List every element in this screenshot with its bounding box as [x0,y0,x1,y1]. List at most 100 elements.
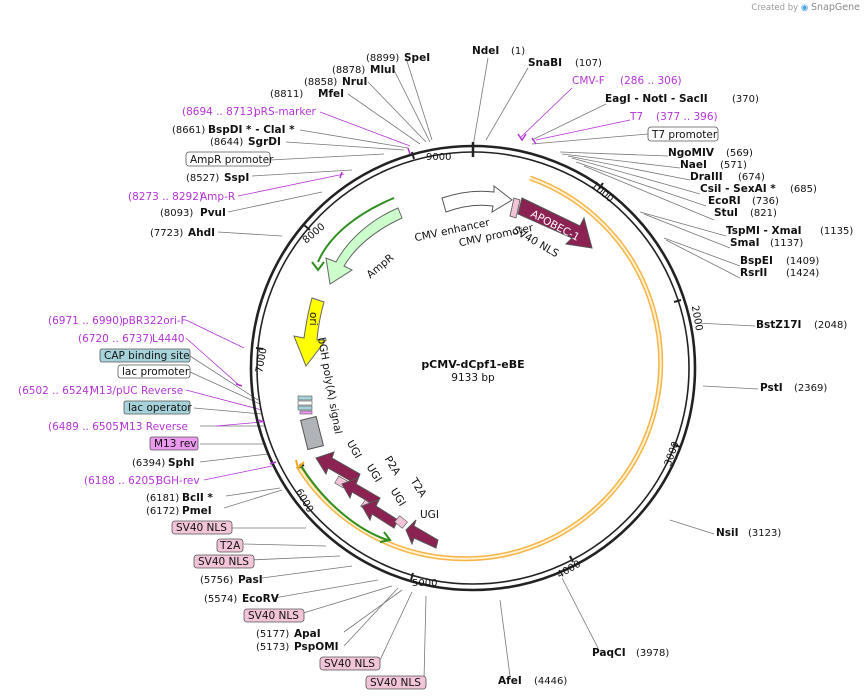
svg-text:(685): (685) [790,184,817,195]
svg-text:SV40 NLS: SV40 NLS [248,610,299,622]
box-sv40-nls-1[interactable]: SV40 NLS [171,520,233,535]
site-sgrdi[interactable]: (8644) SgrDI [210,136,281,148]
svg-text:PmeI: PmeI [182,505,212,517]
svg-text:(6181): (6181) [146,493,179,504]
box-m13-rev[interactable]: M13 rev [149,436,199,451]
created-by-text: Created by [751,3,799,13]
leader-lines [185,57,759,681]
site-draiii[interactable]: DraIII (674) [690,171,765,183]
site-sphi[interactable]: (6394) SphI [132,457,194,469]
svg-text:(8527): (8527) [186,173,219,184]
primer-m13-reverse[interactable]: (6489 .. 6505) M13 Reverse [48,421,188,433]
site-eagi[interactable]: EagI - NotI - SacII (370) [605,93,759,105]
svg-text:MluI: MluI [370,64,395,76]
svg-text:M13 Reverse: M13 Reverse [120,421,188,433]
site-bspei[interactable]: BspEI (1409) [740,255,819,267]
site-paqci[interactable]: PaqCI (3978) [592,647,669,659]
site-bspdi[interactable]: (8661) BspDI * - ClaI * [172,124,295,136]
svg-text:PasI: PasI [238,574,263,586]
svg-text:(2369): (2369) [794,383,827,394]
svg-text:(6502 .. 6524): (6502 .. 6524) [18,385,93,397]
site-nsii[interactable]: NsiI (3123) [716,527,781,539]
site-apai[interactable]: (5177) ApaI [256,628,321,640]
site-spei[interactable]: (8899) SpeI [366,52,430,64]
site-stui[interactable]: StuI (821) [714,207,777,219]
svg-text:(4446): (4446) [534,676,567,687]
svg-text:AmpR promoter: AmpR promoter [190,154,274,166]
ugi-chain [295,451,439,549]
site-sspi[interactable]: (8527) SspI [186,172,249,184]
primer-pbr322ori-f[interactable]: (6971 .. 6990) pBR322ori-F [48,315,187,327]
primer-l4440[interactable]: (6720 .. 6737) L4440 [78,333,185,345]
site-pasi[interactable]: (5756) PasI [200,574,263,586]
site-ndei[interactable]: NdeI (1) [472,45,525,57]
svg-text:(821): (821) [750,208,777,219]
primer-cmv-f[interactable]: CMV-F (286 .. 306) [572,75,682,87]
box-ampr-promoter[interactable]: AmpR promoter [185,151,274,167]
svg-text:(8661): (8661) [172,125,205,136]
site-bcli[interactable]: (6181) BclI * [146,492,213,504]
primer-t7[interactable]: T7 (377 .. 396) [629,111,718,123]
box-sv40-nls-5[interactable]: SV40 NLS [365,675,427,690]
svg-text:(736): (736) [752,196,779,207]
svg-text:(6971 .. 6990): (6971 .. 6990) [48,315,123,327]
site-rsrii[interactable]: RsrII (1424) [740,267,819,279]
backbone-marks [235,133,537,465]
primer-amp-r[interactable]: (8273 .. 8292) Amp-R [128,191,235,203]
site-afei[interactable]: AfeI (4446) [498,675,567,687]
svg-text:(7723): (7723) [150,228,183,239]
svg-text:lac operator: lac operator [128,402,192,414]
site-smai[interactable]: SmaI (1137) [730,237,803,249]
primer-m13-puc-reverse[interactable]: (6502 .. 6524) M13/pUC Reverse [18,385,183,397]
box-t2a[interactable]: T2A [216,538,244,553]
site-snabi[interactable]: SnaBI (107) [528,57,602,69]
site-ngomiv[interactable]: NgoMIV (569) [668,147,753,159]
svg-text:(6172): (6172) [146,506,179,517]
box-t7-promoter[interactable]: T7 promoter [647,126,719,142]
box-sv40-nls-3[interactable]: SV40 NLS [243,608,305,623]
svg-text:(377 .. 396): (377 .. 396) [656,111,718,123]
ugi3-label: UGI [388,486,408,508]
tick-7000: 7000 [254,347,269,374]
svg-text:(674): (674) [738,172,765,183]
site-bstz17i[interactable]: BstZ17I (2048) [756,319,847,331]
box-cap-binding-site[interactable]: CAP binding site [99,348,191,363]
svg-text:SspI: SspI [224,172,249,184]
site-mfei[interactable]: (8811) MfeI [270,88,344,100]
site-naei[interactable]: NaeI (571) [680,159,747,171]
svg-text:SnaBI: SnaBI [528,57,562,69]
site-ecori[interactable]: EcoRI (736) [708,195,779,207]
site-ecorv[interactable]: (5574) EcoRV [204,593,280,605]
site-tspmi[interactable]: TspMI - XmaI (1135) [726,225,853,237]
svg-text:CMV-F: CMV-F [572,75,605,87]
svg-text:DraIII: DraIII [690,171,723,183]
box-lac-promoter[interactable]: lac promoter [117,364,191,379]
site-nrui[interactable]: (8858) NruI [304,76,367,88]
site-psti[interactable]: PstI (2369) [760,382,827,394]
site-csii[interactable]: CsiI - SexAI * (685) [700,183,817,195]
primer-prs-marker[interactable]: (8694 .. 8713) pRS-marker [182,106,317,118]
svg-text:PaqCI: PaqCI [592,647,626,659]
svg-text:T2A: T2A [219,540,241,552]
site-pmei[interactable]: (6172) PmeI [146,505,212,517]
site-mlui[interactable]: (8878) MluI [332,64,395,76]
svg-text:(370): (370) [732,94,759,105]
primer-bgh-rev[interactable]: (6188 .. 6205) BGH-rev [84,475,200,487]
svg-text:NruI: NruI [342,76,367,88]
svg-text:StuI: StuI [714,207,738,219]
svg-text:(8858): (8858) [304,77,337,88]
svg-text:RsrII: RsrII [740,267,767,279]
box-sv40-nls-4[interactable]: SV40 NLS [319,656,381,671]
box-lac-operator[interactable]: lac operator [123,400,192,415]
box-sv40-nls-2[interactable]: SV40 NLS [193,554,255,569]
svg-text:PvuI: PvuI [200,207,226,219]
plasmid-length: 9133 bp [451,372,495,384]
site-pvui[interactable]: (8093) PvuI [160,207,226,219]
svg-text:(8811): (8811) [270,89,303,100]
svg-text:(5177): (5177) [256,629,289,640]
site-ahdi[interactable]: (7723) AhdI [150,227,215,239]
svg-text:(6394): (6394) [132,458,165,469]
site-pspomi[interactable]: (5173) PspOMI [256,641,339,653]
tick-5000: 5000 [412,578,437,589]
svg-text:SV40 NLS: SV40 NLS [324,658,375,670]
